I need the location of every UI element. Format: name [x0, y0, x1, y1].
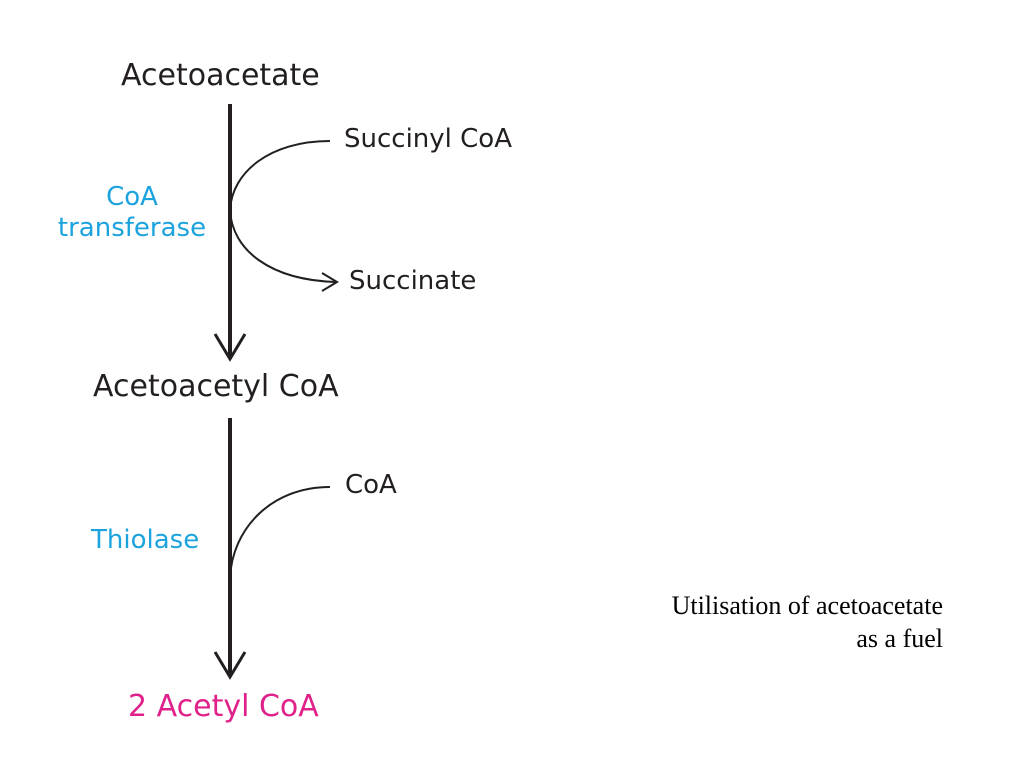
- enzyme-thiolase: Thiolase: [91, 525, 200, 555]
- caption-line-1: Utilisation of acetoacetate: [671, 591, 943, 620]
- input-succinyl-coa: Succinyl CoA: [344, 124, 512, 154]
- side-arrow-2-curve: [229, 486, 331, 579]
- figure-caption: Utilisation of acetoacetate as a fuel: [672, 590, 943, 655]
- product-2-acetyl-coa: 2 Acetyl CoA: [128, 689, 319, 724]
- intermediate-acetoacetyl-coa: Acetoacetyl CoA: [93, 369, 339, 404]
- substrate-acetoacetate: Acetoacetate: [121, 58, 320, 93]
- main-arrow-2-head: [213, 651, 247, 680]
- enzyme-coa-transferase-line1: CoA: [106, 182, 158, 212]
- enzyme-coa-transferase-line2: transferase: [57, 213, 207, 244]
- enzyme-coa-transferase: CoA transferase: [50, 182, 214, 244]
- side-arrow-1-curve: [228, 140, 337, 283]
- output-succinate: Succinate: [349, 266, 477, 296]
- side-arrow-1-head: [321, 272, 339, 292]
- caption-line-2: as a fuel: [856, 623, 943, 653]
- input-coa: CoA: [345, 470, 397, 500]
- main-arrow-1-head: [213, 333, 247, 362]
